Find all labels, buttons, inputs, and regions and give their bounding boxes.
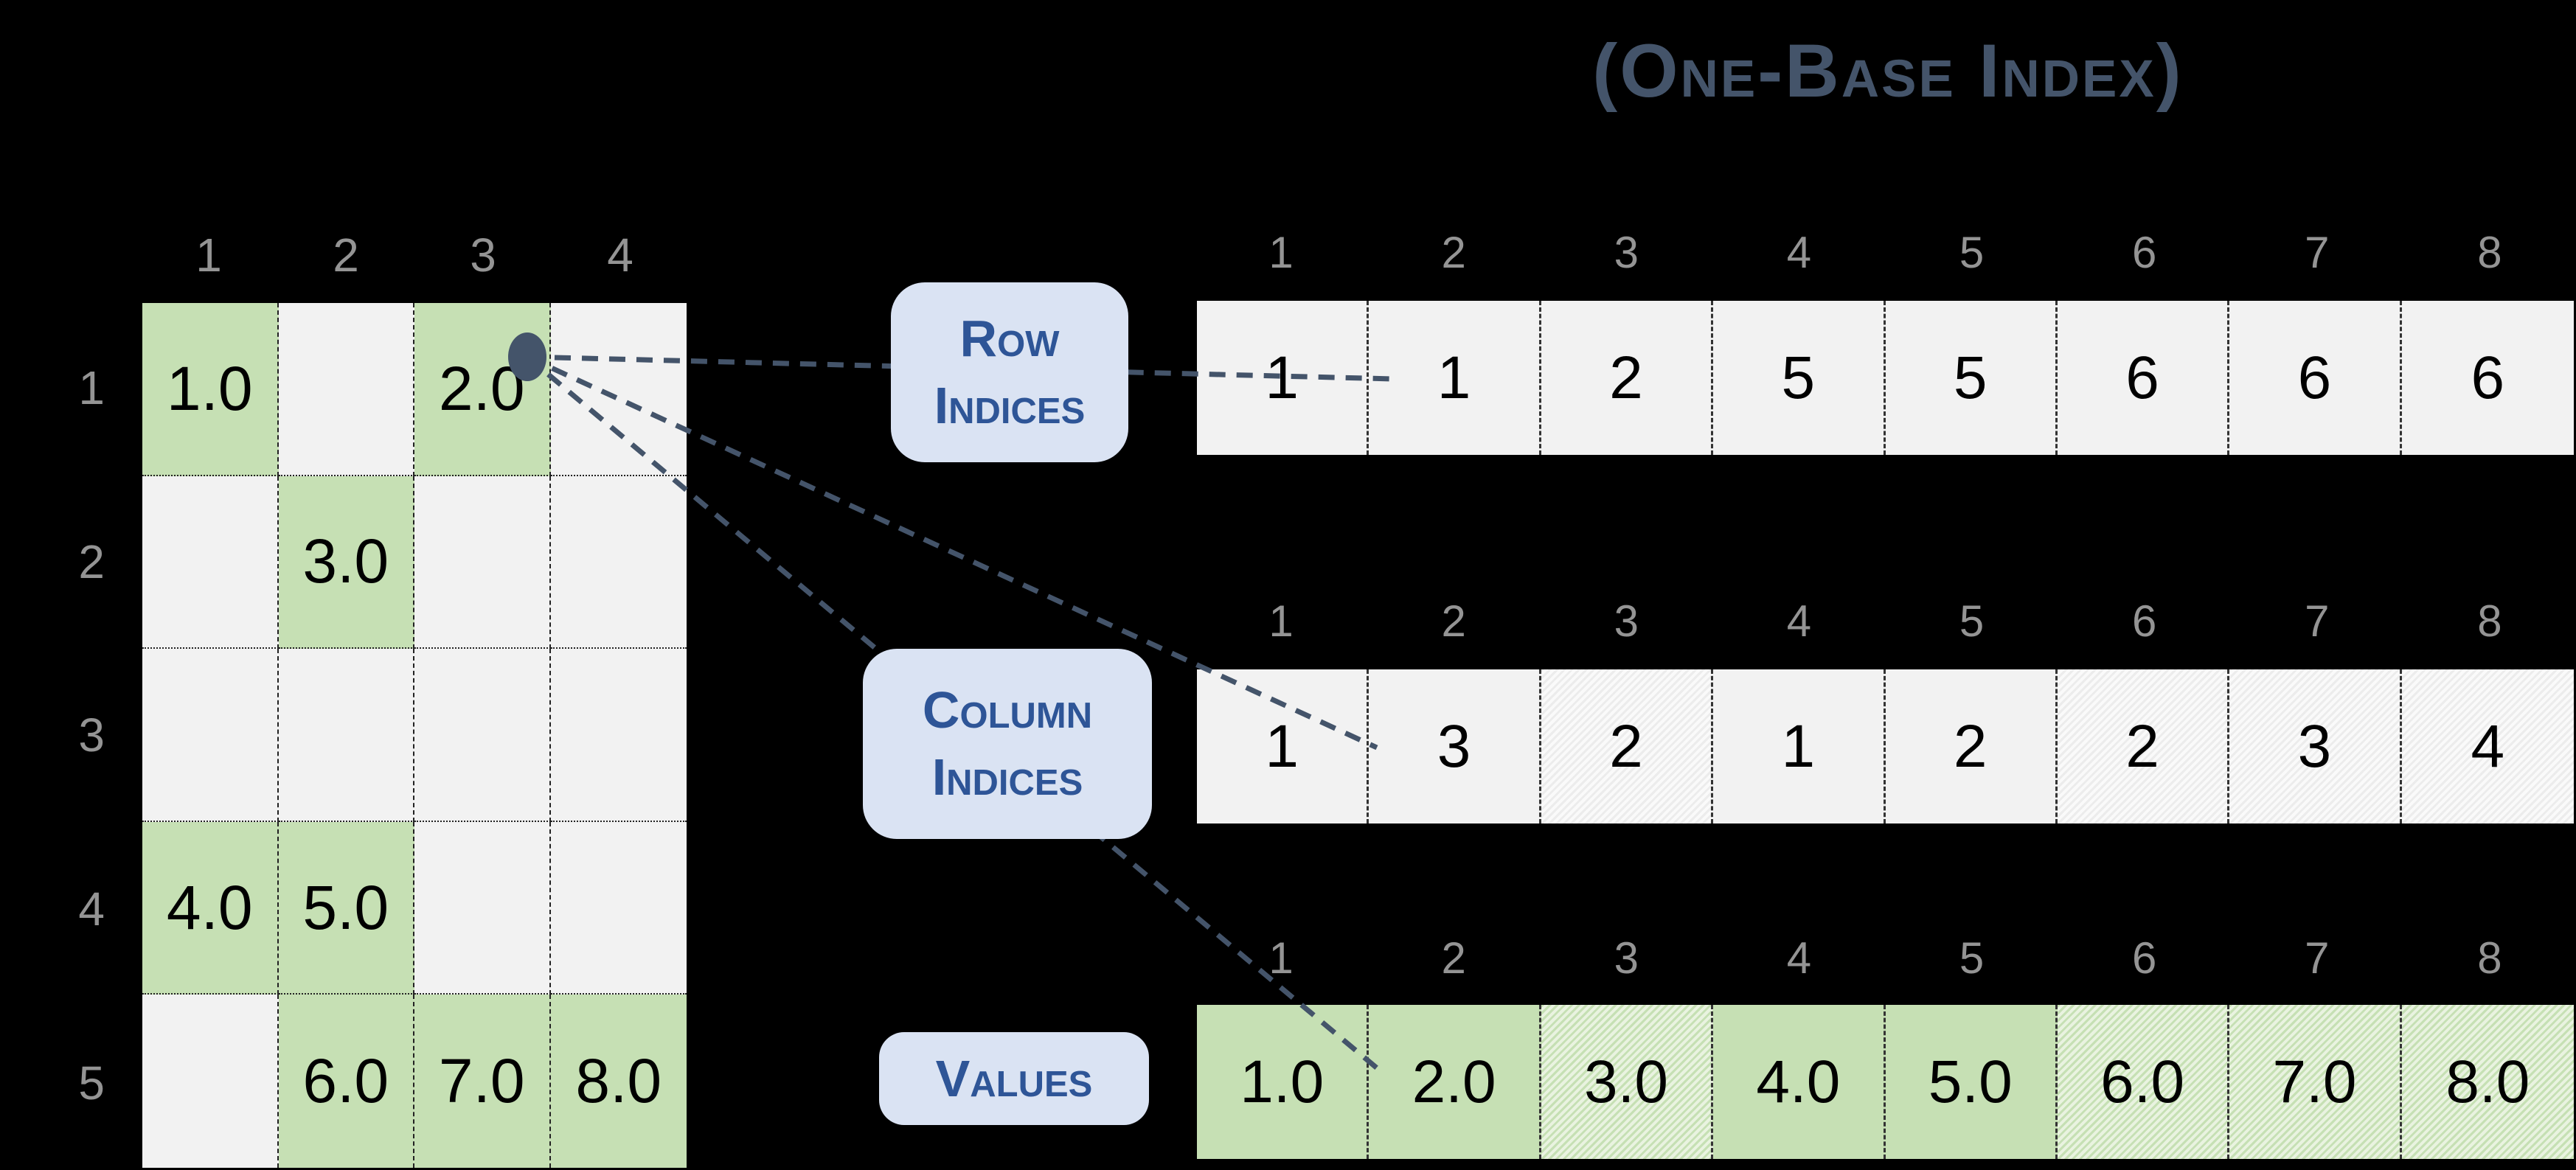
column-indices-cell-7: 3 bbox=[2229, 669, 2402, 823]
matrix-cell-r5c1 bbox=[142, 995, 279, 1168]
matrix-cell-r2c1 bbox=[142, 476, 279, 650]
row-indices-header-8: 8 bbox=[2477, 228, 2502, 277]
column-indices-header-7: 7 bbox=[2305, 596, 2330, 646]
row-indices-header-4: 4 bbox=[1786, 228, 1812, 277]
matrix-cell-r5c3: 7.0 bbox=[414, 995, 551, 1168]
column-indices-cell-8: 4 bbox=[2401, 669, 2574, 823]
row-indices-cell-7: 6 bbox=[2229, 301, 2402, 455]
values-headers: 1 2 3 4 5 6 7 8 bbox=[1195, 923, 2576, 981]
matrix-cell-r3c1 bbox=[142, 649, 279, 822]
values-header-6: 6 bbox=[2132, 933, 2157, 983]
column-indices-header-4: 4 bbox=[1786, 596, 1812, 646]
values-label-line1: Values bbox=[935, 1049, 1093, 1107]
matrix-col-headers: 1 2 3 4 bbox=[140, 215, 689, 279]
matrix-cell-r4c4 bbox=[550, 821, 687, 995]
matrix-cell-r4c2: 5.0 bbox=[278, 821, 414, 995]
matrix-cell-r1c4 bbox=[550, 303, 687, 476]
column-indices-header-2: 2 bbox=[1441, 596, 1466, 646]
column-indices-header-3: 3 bbox=[1614, 596, 1639, 646]
values-header-2: 2 bbox=[1441, 933, 1466, 983]
matrix-row-header-5: 5 bbox=[78, 1056, 105, 1110]
matrix-row-header-1: 1 bbox=[78, 361, 105, 414]
row-indices-header-5: 5 bbox=[1959, 228, 1985, 277]
matrix-row-header-2: 2 bbox=[78, 534, 105, 588]
column-indices-cell-5: 2 bbox=[1885, 669, 2058, 823]
column-indices-headers: 1 2 3 4 5 6 7 8 bbox=[1195, 586, 2576, 644]
matrix-row-headers: 1 2 3 4 5 bbox=[22, 301, 118, 1170]
matrix-cell-r3c2 bbox=[278, 649, 414, 822]
row-indices-cell-1: 1 bbox=[1197, 301, 1369, 455]
values-cell-3: 3.0 bbox=[1541, 1005, 1714, 1159]
column-indices-label-line2: Indices bbox=[931, 748, 1083, 806]
values-header-4: 4 bbox=[1786, 933, 1812, 983]
matrix-col-header-3: 3 bbox=[470, 229, 496, 282]
values-header-3: 3 bbox=[1614, 933, 1639, 983]
column-indices-cell-2: 3 bbox=[1369, 669, 1541, 823]
values-cell-8: 8.0 bbox=[2401, 1005, 2574, 1159]
matrix-cell-r4c1: 4.0 bbox=[142, 821, 279, 995]
row-indices-header-1: 1 bbox=[1268, 228, 1294, 277]
column-indices-cell-3: 2 bbox=[1541, 669, 1714, 823]
row-indices-headers: 1 2 3 4 5 6 7 8 bbox=[1195, 217, 2576, 275]
column-indices-header-8: 8 bbox=[2477, 596, 2502, 646]
matrix-col-header-2: 2 bbox=[333, 229, 359, 282]
matrix-cell-r2c4 bbox=[550, 476, 687, 650]
matrix-col-header-1: 1 bbox=[195, 229, 222, 282]
row-indices-header-3: 3 bbox=[1614, 228, 1639, 277]
values-header-8: 8 bbox=[2477, 933, 2502, 983]
column-indices-label-line1: Column bbox=[922, 681, 1093, 739]
row-indices-header-6: 6 bbox=[2132, 228, 2157, 277]
matrix-row-header-3: 3 bbox=[78, 708, 105, 762]
values-header-1: 1 bbox=[1268, 933, 1294, 983]
column-indices-label: Column Indices bbox=[863, 649, 1152, 839]
matrix-cell-r2c3 bbox=[414, 476, 551, 650]
values-cell-2: 2.0 bbox=[1369, 1005, 1541, 1159]
matrix-cell-r5c4: 8.0 bbox=[550, 995, 687, 1168]
values-label: Values bbox=[879, 1032, 1149, 1125]
row-indices-cell-6: 6 bbox=[2057, 301, 2230, 455]
row-indices-cell-5: 5 bbox=[1885, 301, 2058, 455]
values-header-7: 7 bbox=[2305, 933, 2330, 983]
matrix-cell-r3c3 bbox=[414, 649, 551, 822]
matrix-cell-r1c3: 2.0 bbox=[414, 303, 551, 476]
row-indices-cell-8: 6 bbox=[2401, 301, 2574, 455]
matrix-row-header-4: 4 bbox=[78, 882, 105, 936]
row-indices-header-7: 7 bbox=[2305, 228, 2330, 277]
row-indices-cell-3: 2 bbox=[1541, 301, 1714, 455]
values-cell-7: 7.0 bbox=[2229, 1005, 2402, 1159]
row-indices-cell-4: 5 bbox=[1713, 301, 1886, 455]
column-indices-header-5: 5 bbox=[1959, 596, 1985, 646]
values-header-5: 5 bbox=[1959, 933, 1985, 983]
matrix-cell-r3c4 bbox=[550, 649, 687, 822]
row-indices-label-line1: Row bbox=[959, 310, 1060, 367]
matrix-cell-r1c2 bbox=[278, 303, 414, 476]
column-indices-cell-1: 1 bbox=[1197, 669, 1369, 823]
matrix-cell-r1c1: 1.0 bbox=[142, 303, 279, 476]
column-indices-header-6: 6 bbox=[2132, 596, 2157, 646]
row-indices-header-2: 2 bbox=[1441, 228, 1466, 277]
matrix-col-header-4: 4 bbox=[607, 229, 633, 282]
matrix-cell-r4c3 bbox=[414, 821, 551, 995]
row-indices-cell-2: 1 bbox=[1369, 301, 1541, 455]
column-indices-cell-6: 2 bbox=[2057, 669, 2230, 823]
values-cell-4: 4.0 bbox=[1713, 1005, 1886, 1159]
column-indices-header-1: 1 bbox=[1268, 596, 1294, 646]
values-cell-5: 5.0 bbox=[1885, 1005, 2058, 1159]
slide-title: (One-Base Index) bbox=[1592, 29, 2184, 113]
values-cell-1: 1.0 bbox=[1197, 1005, 1369, 1159]
column-indices-cell-4: 1 bbox=[1713, 669, 1886, 823]
row-indices-label: Row Indices bbox=[891, 282, 1128, 462]
matrix-cell-r2c2: 3.0 bbox=[278, 476, 414, 650]
matrix-cell-r5c2: 6.0 bbox=[278, 995, 414, 1168]
values-cell-6: 6.0 bbox=[2057, 1005, 2230, 1159]
row-indices-label-line2: Indices bbox=[934, 377, 1086, 434]
